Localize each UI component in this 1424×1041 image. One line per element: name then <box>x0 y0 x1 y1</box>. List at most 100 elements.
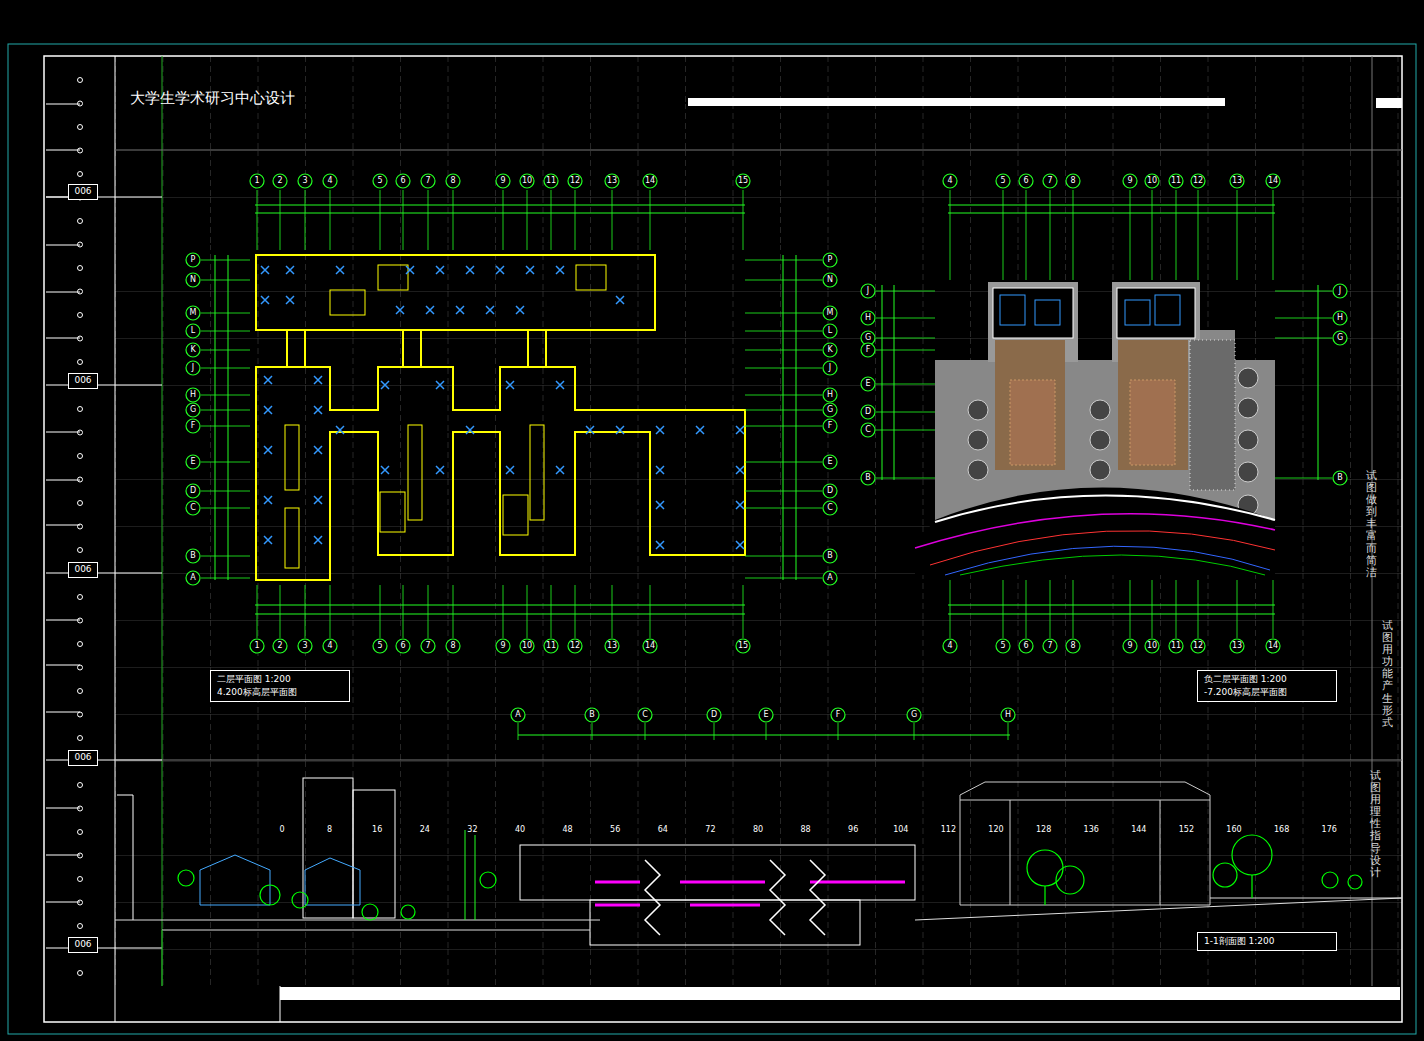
axis-line <box>592 723 593 740</box>
axis-line <box>1198 190 1199 280</box>
furniture-symbol <box>466 266 474 274</box>
axis-line <box>745 350 822 351</box>
axis-bubble <box>186 549 200 563</box>
furniture-symbol <box>436 266 444 274</box>
margin-dot <box>78 266 83 271</box>
axis-line <box>280 585 281 638</box>
axis-label: A <box>186 571 200 585</box>
axis-bubble <box>186 324 200 338</box>
axis-label: B <box>186 549 200 563</box>
axis-line <box>201 462 250 463</box>
sheet-number: 006 <box>71 564 95 574</box>
drawing-caption: 负二层平面图 1:200 <box>1204 673 1330 686</box>
section-scale-number: 136 <box>1083 826 1100 835</box>
axis-label: 13 <box>605 639 619 653</box>
furniture-symbol <box>264 406 272 414</box>
axis-line <box>1275 478 1332 479</box>
axis-label: 14 <box>643 639 657 653</box>
axis-line <box>257 585 258 638</box>
margin-rule <box>46 197 162 198</box>
axis-bubble <box>1169 639 1183 653</box>
section-scale-number: 144 <box>1130 826 1147 835</box>
axis-label: 8 <box>446 639 460 653</box>
axis-line <box>743 190 744 250</box>
axis-label: P <box>186 253 200 267</box>
axis-line <box>330 585 331 638</box>
axis-label: 10 <box>1145 639 1159 653</box>
axis-line <box>1176 580 1177 638</box>
axis-line <box>453 190 454 250</box>
axis-bubble <box>496 639 510 653</box>
furniture-symbol <box>261 296 269 304</box>
axis-label: 7 <box>1043 639 1057 653</box>
axis-bubble <box>861 471 875 485</box>
axis-label: 4 <box>323 174 337 188</box>
axis-label: H <box>186 388 200 402</box>
axis-line <box>1050 190 1051 280</box>
axis-bubble <box>186 484 200 498</box>
axis-label: C <box>186 501 200 515</box>
section-scale-number: 176 <box>1321 826 1338 835</box>
margin-tick <box>46 245 80 246</box>
axis-line <box>518 723 519 740</box>
axis-label: F <box>823 419 837 433</box>
axis-bubble <box>273 639 287 653</box>
axis-label: 9 <box>496 639 510 653</box>
axis-bubble <box>823 455 837 469</box>
axis-line <box>305 585 306 638</box>
axis-bubble <box>446 174 460 188</box>
margin-dot <box>78 548 83 553</box>
axis-line <box>527 585 528 638</box>
axis-bubble <box>861 343 875 357</box>
axis-line <box>1073 580 1074 638</box>
axis-line <box>428 190 429 250</box>
axis-line <box>201 508 250 509</box>
axis-label: A <box>511 708 525 722</box>
axis-label: G <box>861 331 875 345</box>
sheet-number-box: 006 <box>68 750 98 766</box>
axis-bubble <box>907 708 921 722</box>
axis-line <box>201 578 250 579</box>
axis-bubble <box>186 388 200 402</box>
section-scale-number: 80 <box>752 826 764 835</box>
axis-bubble <box>544 174 558 188</box>
axis-line <box>428 585 429 638</box>
axis-line <box>743 585 744 638</box>
furniture-symbol <box>736 466 744 474</box>
axis-label: 7 <box>1043 174 1057 188</box>
margin-dot <box>78 642 83 647</box>
axis-bubble <box>1145 174 1159 188</box>
axis-label: F <box>861 343 875 357</box>
axis-label: 14 <box>1266 174 1280 188</box>
furniture-symbol <box>286 296 294 304</box>
axis-line <box>745 395 822 396</box>
axis-line <box>575 585 576 638</box>
section-scale-number: 24 <box>419 826 431 835</box>
furniture-symbol <box>736 426 744 434</box>
axis-label: 4 <box>943 174 957 188</box>
axis-label: 9 <box>496 174 510 188</box>
axis-line <box>612 190 613 250</box>
axis-bubble <box>736 174 750 188</box>
axis-line <box>1237 580 1238 638</box>
axis-bubble <box>823 549 837 563</box>
axis-label: 12 <box>1191 639 1205 653</box>
axis-label: 2 <box>273 174 287 188</box>
axis-bubble <box>831 708 845 722</box>
sheet-number: 006 <box>71 752 95 762</box>
furniture-symbol <box>286 266 294 274</box>
axis-line <box>950 190 951 280</box>
margin-dot <box>78 924 83 929</box>
furniture-symbol <box>314 446 322 454</box>
axis-bubble <box>943 639 957 653</box>
axis-line <box>876 412 935 413</box>
drawing-caption: 4.200标高层平面图 <box>217 686 343 699</box>
axis-line <box>745 280 822 281</box>
axis-line <box>612 585 613 638</box>
margin-dot <box>78 125 83 130</box>
axis-line <box>876 384 935 385</box>
axis-bubble <box>585 708 599 722</box>
axis-bubble <box>823 273 837 287</box>
axis-bubble <box>823 306 837 320</box>
